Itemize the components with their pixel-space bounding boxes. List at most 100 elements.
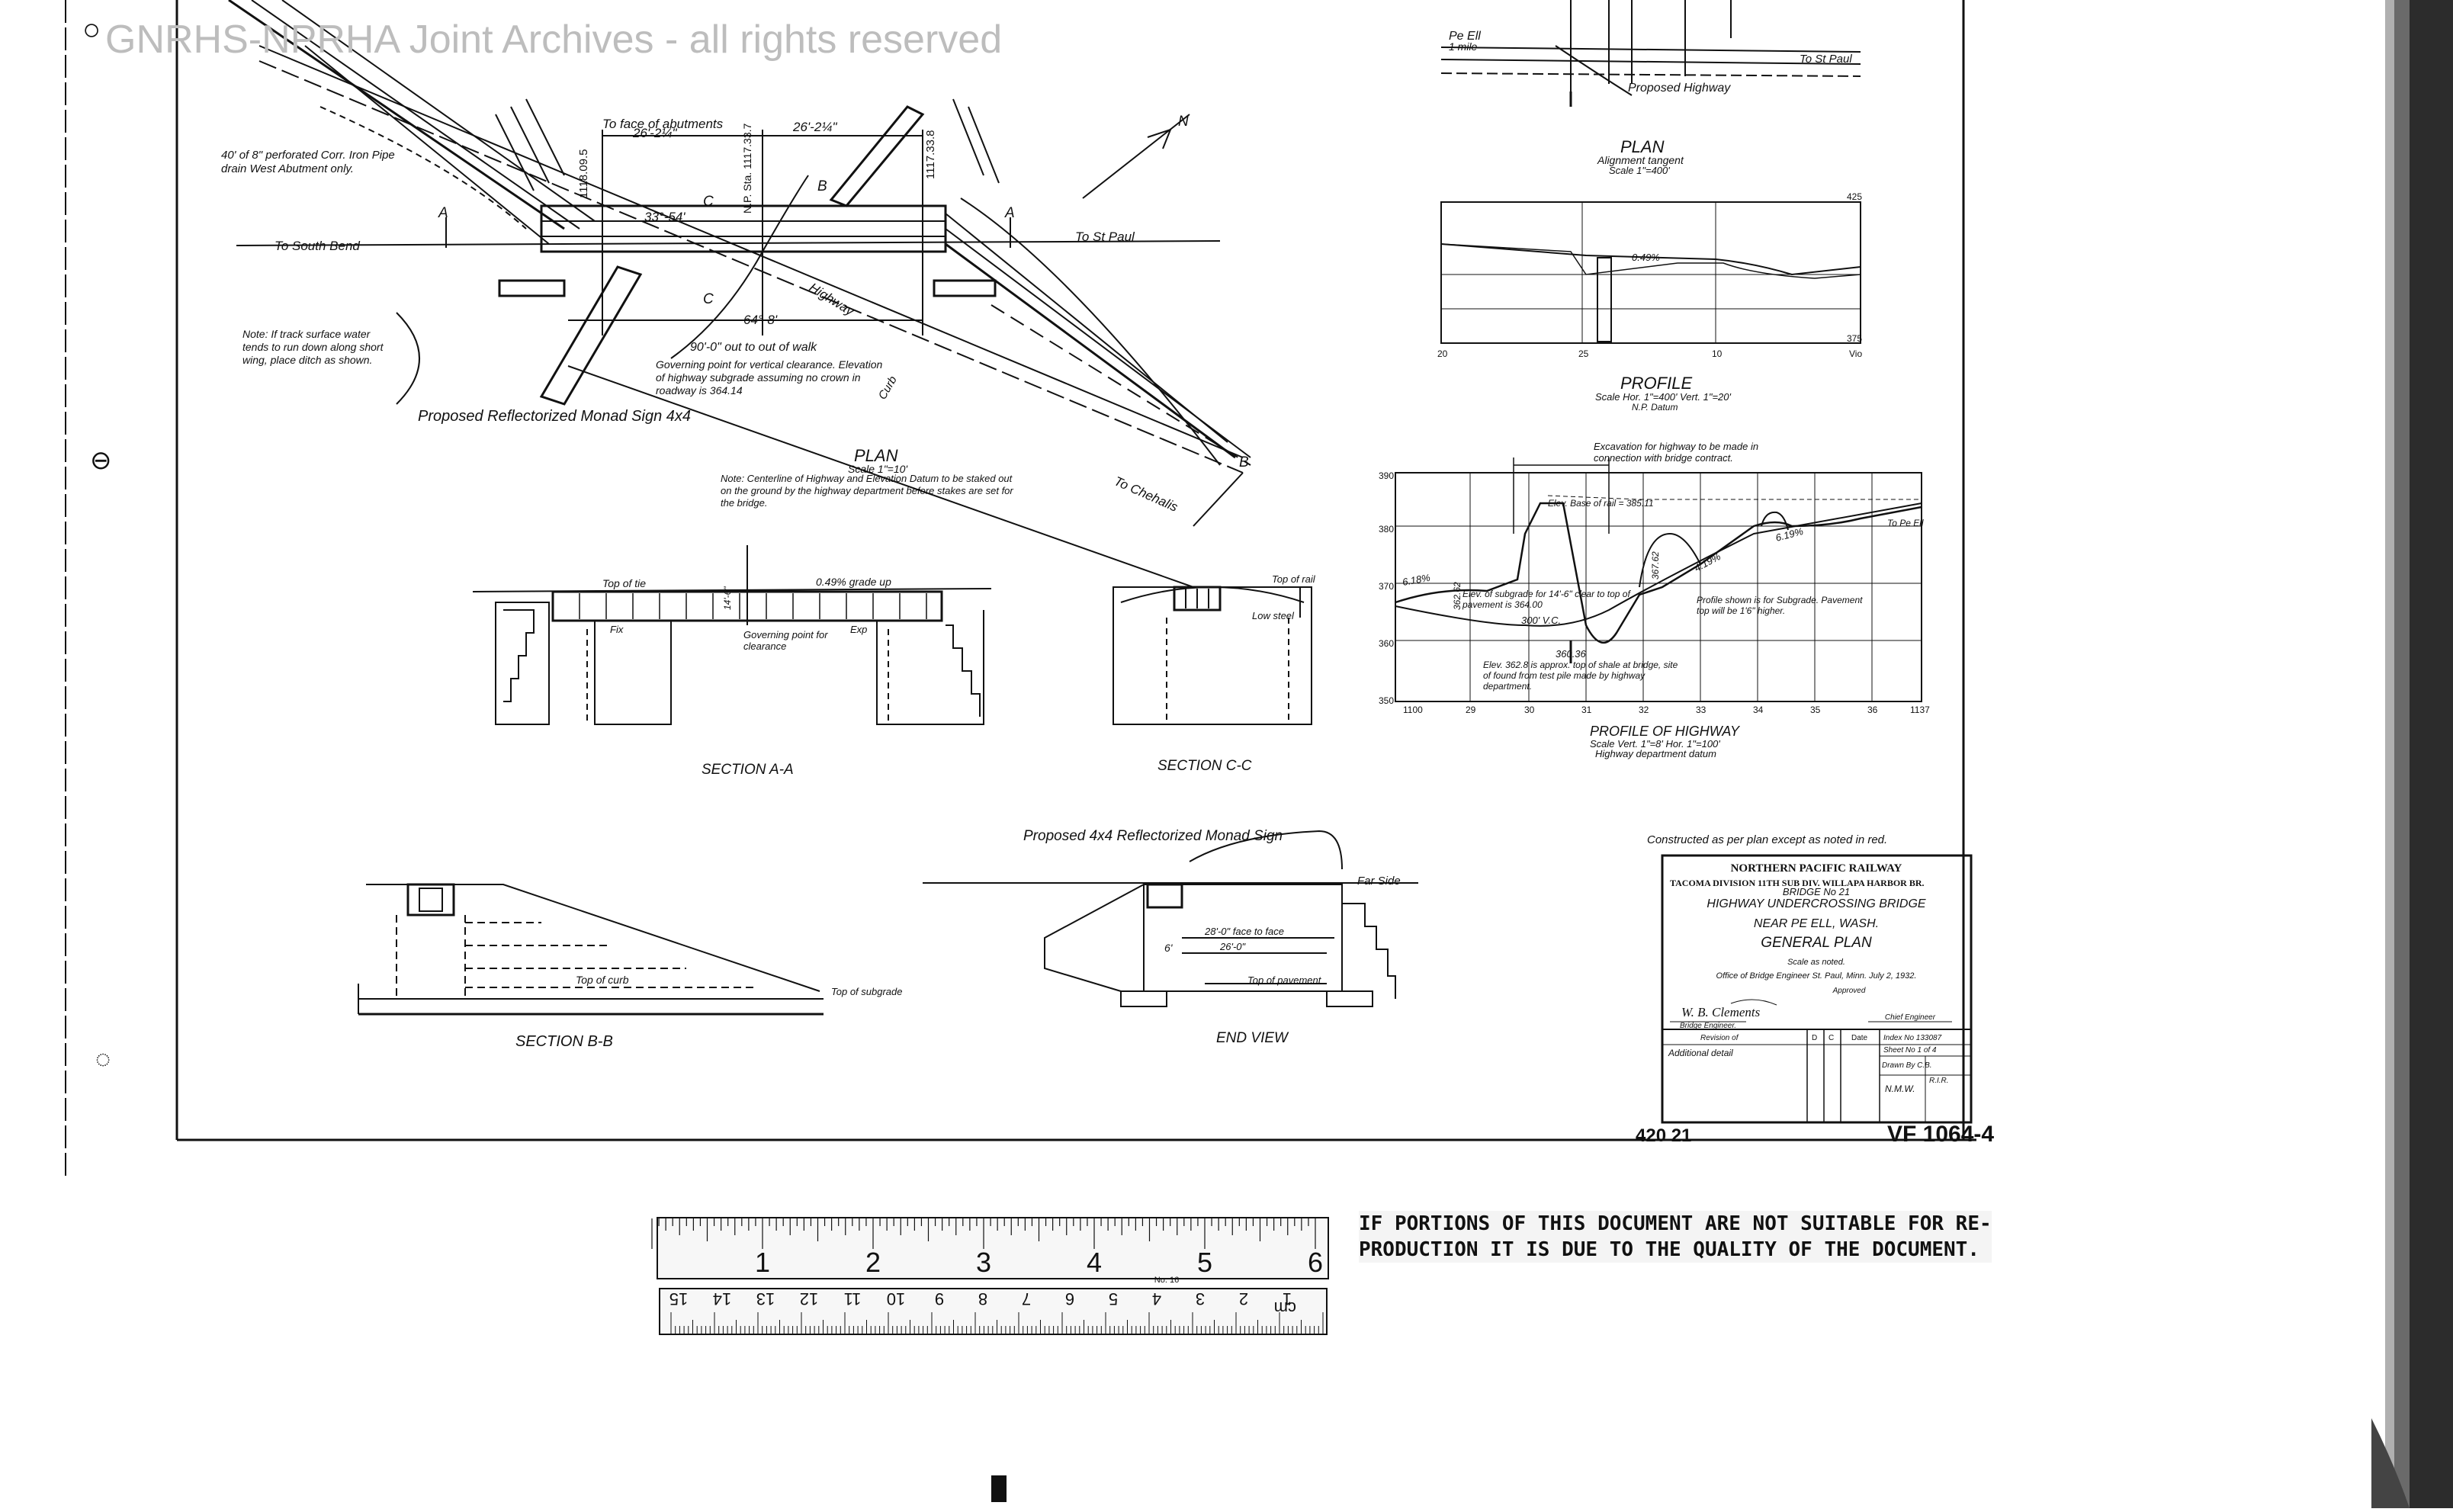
- quality-notice: IF PORTIONS OF THIS DOCUMENT ARE NOT SUI…: [1359, 1211, 1992, 1263]
- highway-profile-y-1: 380: [1379, 524, 1394, 534]
- cm-label: 1: [1283, 1289, 1292, 1308]
- label-monad-sign: Proposed Reflectorized Monad Sign 4x4: [418, 408, 691, 425]
- title-bridge-no: BRIDGE No 21: [1783, 886, 1850, 897]
- cm-label: 9: [935, 1289, 944, 1308]
- cm-label: 8: [978, 1289, 987, 1308]
- label-elev-362-62: 362.62: [1452, 582, 1462, 610]
- drawing-number-right: VF 1064-4: [1887, 1122, 1994, 1147]
- cm-label: 2: [1239, 1289, 1248, 1308]
- highway-profile-title: PROFILE OF HIGHWAY: [1590, 724, 1741, 739]
- label-end-monad-sign: Proposed 4x4 Reflectorized Monad Sign: [1023, 828, 1283, 844]
- highway-profile-x-3: 31: [1581, 705, 1592, 715]
- title-sheet-no: Sheet No 1 of 4: [1883, 1046, 1937, 1055]
- label-elev-right: 1117.33.8: [924, 130, 937, 179]
- cm-label: 15: [669, 1289, 688, 1308]
- highway-profile-y-4: 350: [1379, 695, 1394, 706]
- note-excavation: Excavation for highway to be made in con…: [1594, 441, 1759, 464]
- label-26-0: 26'-0": [1219, 941, 1247, 952]
- label-top-of-pavement: Top of pavement: [1247, 974, 1322, 986]
- cm-label: 10: [887, 1289, 905, 1308]
- small-plan-labels: Pe Ell 1 mile To St Paul Proposed Highwa…: [1449, 30, 1852, 176]
- label-to-south-bend: To South Bend: [275, 239, 360, 253]
- highway-profile-x-5: 33: [1696, 705, 1707, 715]
- quality-notice-line1: IF PORTIONS OF THIS DOCUMENT ARE NOT SUI…: [1359, 1212, 1992, 1235]
- inch-label-6: 6: [1308, 1247, 1323, 1278]
- title-index-no: Index No 133087: [1883, 1034, 1942, 1042]
- highway-profile-x-6: 34: [1753, 705, 1764, 715]
- inch-label-1: 1: [755, 1247, 770, 1278]
- highway-profile-x-7: 35: [1810, 705, 1821, 715]
- title-line1: HIGHWAY UNDERCROSSING BRIDGE: [1707, 897, 1925, 910]
- section-bb-title: SECTION B-B: [515, 1033, 613, 1050]
- highway-profile-grid: [1395, 457, 1922, 702]
- title-revision-header: Revision of: [1700, 1034, 1739, 1042]
- label-angle-64: 64°-8': [743, 313, 778, 327]
- section-cc-view: [1113, 586, 1312, 725]
- section-mark-b: B: [817, 178, 827, 194]
- label-elev-367-62: 367.62: [1650, 551, 1661, 579]
- cm-label: 6: [1065, 1289, 1074, 1308]
- section-cc-title: SECTION C-C: [1157, 758, 1252, 774]
- small-profile-grade: 0.49%: [1632, 252, 1660, 263]
- sheet-border: [65, 0, 1976, 1178]
- dim-26-2-left: 26'-2¼": [632, 126, 677, 140]
- cm-label: 13: [756, 1289, 775, 1308]
- label-grade-up: 0.49% grade up: [816, 576, 891, 588]
- cm-label: 11: [844, 1289, 862, 1308]
- section-bb-view: [358, 883, 824, 1016]
- small-profile-datum: N.P. Datum: [1632, 402, 1678, 413]
- title-bridge-engineer: Bridge Engineer.: [1680, 1022, 1736, 1030]
- inch-label-4: 4: [1087, 1247, 1102, 1278]
- note-centerline: Note: Centerline of Highway and Elevatio…: [721, 473, 1013, 509]
- cm-label: 3: [1196, 1289, 1205, 1308]
- quality-notice-line2: PRODUCTION IT IS DUE TO THE QUALITY OF T…: [1359, 1238, 1979, 1261]
- label-6-ft: 6': [1164, 942, 1174, 954]
- title-drawn-by: Drawn By C.B.: [1882, 1061, 1932, 1070]
- end-view-title: END VIEW: [1216, 1030, 1289, 1046]
- title-line3: GENERAL PLAN: [1761, 935, 1872, 951]
- title-signature: W. B. Clements: [1681, 1005, 1761, 1019]
- highway-profile-scale: Scale Vert. 1"=8' Hor. 1"=100': [1590, 738, 1720, 750]
- small-profile-labels: 0.49% 425 375 20 25 10 Vio PROFILE Scale…: [1437, 191, 1862, 413]
- north-arrow-label: N: [1178, 114, 1189, 130]
- title-constructed-note: Constructed as per plan except as noted …: [1647, 833, 1887, 846]
- small-profile-y-bottom: 375: [1847, 333, 1862, 344]
- title-traced-by: R.I.R.: [1929, 1077, 1949, 1085]
- label-top-of-rail: Top of rail: [1272, 573, 1316, 585]
- title-scale: Scale as noted.: [1787, 958, 1845, 967]
- label-to-st-paul: To St Paul: [1075, 230, 1135, 244]
- label-far-side: Far Side: [1357, 875, 1401, 888]
- section-mark-a-right: A: [1004, 205, 1015, 221]
- label-top-of-curb: Top of curb: [576, 974, 629, 986]
- label-one-mile: 1 mile: [1449, 40, 1478, 53]
- small-profile-x-0: 20: [1437, 348, 1448, 359]
- margin-mark-pin-lower: ◌: [95, 1045, 111, 1074]
- cm-label: 4: [1152, 1289, 1161, 1308]
- section-mark-a-left: A: [438, 205, 448, 221]
- label-top-of-subgrade: Top of subgrade: [831, 986, 902, 997]
- section-mark-b-end: B: [1239, 454, 1249, 470]
- dim-26-2-right: 26'-2¼": [792, 120, 837, 134]
- title-rev-col-c: C: [1829, 1034, 1834, 1042]
- title-rev-col-d: D: [1812, 1034, 1817, 1042]
- small-plan-scale: Scale 1"=400': [1609, 165, 1670, 176]
- margin-mark-pin: ⊖: [90, 446, 112, 475]
- label-elev-base-rail: Elev. Base of rail = 385.11: [1548, 498, 1654, 509]
- label-elev-360-36: 360.36: [1556, 648, 1587, 660]
- label-low-steel: Low steel: [1252, 610, 1295, 621]
- highway-profile-y-2: 370: [1379, 581, 1394, 592]
- label-governing-clearance: Governing point for clearance: [743, 629, 828, 652]
- highway-profile-x-1: 29: [1466, 705, 1476, 715]
- small-profile-title: PROFILE: [1620, 374, 1692, 393]
- label-proposed-highway: Proposed Highway: [1628, 82, 1731, 95]
- label-small-to-st-paul: To St Paul: [1800, 53, 1852, 66]
- small-profile-x-1: 25: [1578, 348, 1589, 359]
- section-aa-labels: Top of tie 0.49% grade up Governing poin…: [602, 576, 891, 778]
- label-pe-ell: Pe Ell: [1449, 30, 1481, 43]
- label-out-to-out: 90'-0" out to out of walk: [690, 341, 817, 354]
- highway-profile-y-3: 360: [1379, 638, 1394, 649]
- cm-label: 5: [1109, 1289, 1118, 1308]
